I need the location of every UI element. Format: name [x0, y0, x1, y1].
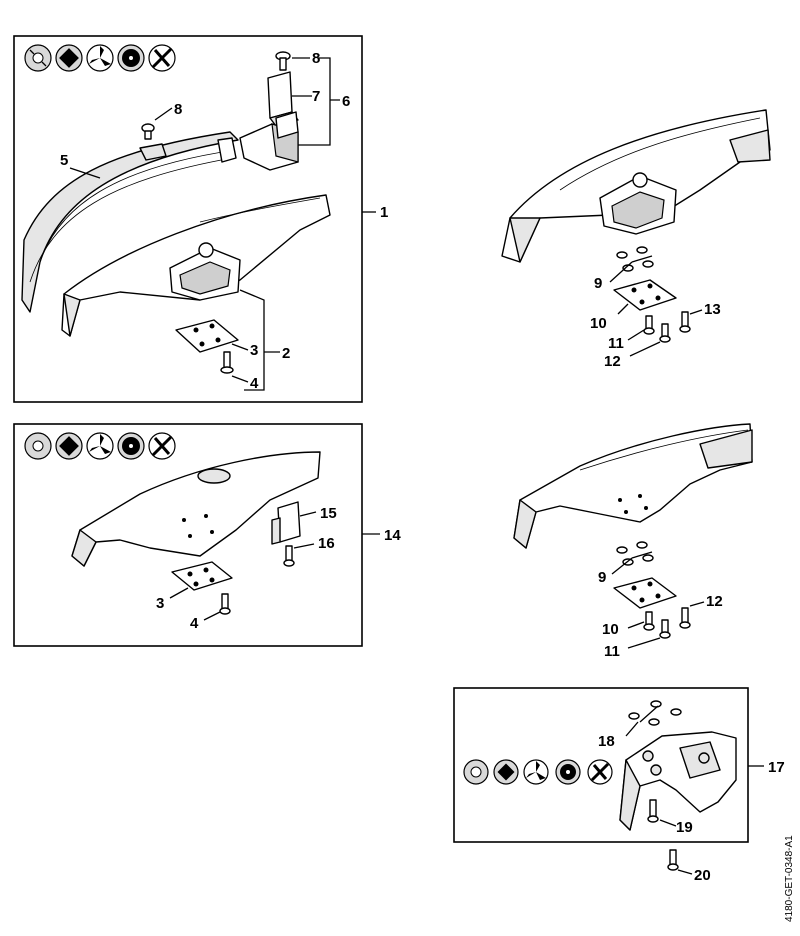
washers-part-9: [616, 246, 654, 272]
callout-7: 7: [312, 88, 320, 105]
tri-blade-icon: [86, 432, 114, 460]
tri-blade-icon: [86, 44, 114, 72]
brush-knife-icon: [148, 44, 176, 72]
panel-deflector-assembly-14: 15 16 3 4 14: [13, 423, 401, 647]
panel-deflector-assembly-17: 18 19 17: [453, 687, 785, 843]
callout-2: 2: [282, 345, 290, 362]
callout-14: 14: [384, 527, 401, 544]
callout-9-b: 9: [598, 569, 606, 586]
screw-part-8-left: [141, 123, 155, 140]
callout-11-b: 11: [604, 643, 620, 660]
deflector-part-14: [71, 451, 321, 567]
disc-icon: [463, 759, 489, 785]
deflector-variant-a: [501, 109, 771, 263]
panel-deflector-variant-top-right: 9 10 11 12 13: [501, 109, 771, 370]
washers-part-18: [628, 700, 682, 726]
callout-3-b: 3: [156, 595, 164, 612]
callout-12: 12: [604, 353, 621, 370]
callout-19: 19: [676, 819, 693, 836]
screw-part-4-b: [219, 593, 231, 615]
screw-part-16: [283, 545, 295, 567]
callout-17: 17: [768, 759, 785, 776]
callout-13: 13: [704, 301, 721, 318]
panel-deflector-assembly-1: 8 7 6 8 5 1 3 2 4: [13, 35, 388, 403]
callout-4-b: 4: [190, 615, 199, 632]
screw-part-8-top: [275, 51, 291, 71]
saw-blade-icon: [555, 759, 581, 785]
tri-blade-icon: [523, 759, 549, 785]
leader-lines-middle-right: [611, 551, 705, 649]
panel-deflector-variant-middle-right: 9 10 11 12: [513, 423, 753, 660]
screws-parts-10-11-12-b: [643, 607, 691, 639]
disc-icon: [24, 44, 52, 72]
deflector-part-1: [61, 194, 331, 337]
callout-20: 20: [694, 867, 711, 884]
bracket-part-15: [271, 501, 301, 545]
callout-12-b: 12: [706, 593, 723, 610]
callout-10: 10: [590, 315, 607, 332]
leader-lines-panel-17: [625, 705, 764, 827]
tool-icons-row: [463, 759, 613, 785]
panel-frame: [13, 423, 363, 647]
callout-11: 11: [608, 335, 624, 352]
callout-6: 6: [342, 93, 350, 110]
callout-5: 5: [60, 152, 68, 169]
square-blade-icon: [493, 759, 519, 785]
plate-part-10: [613, 279, 677, 311]
deflector-variant-b: [513, 423, 753, 549]
tool-icons-row: [24, 44, 176, 72]
screw-part-20: [667, 849, 693, 875]
leader-lines-panel-14: [169, 511, 380, 621]
callout-3: 3: [250, 342, 258, 359]
callout-9: 9: [594, 275, 602, 292]
callout-8-top: 8: [312, 50, 320, 67]
brush-knife-icon: [587, 759, 613, 785]
screws-parts-11-12-13: [643, 311, 691, 343]
square-blade-icon: [55, 44, 83, 72]
callout-16: 16: [318, 535, 335, 552]
tool-icons-row: [24, 432, 176, 460]
clamp-part-6: [239, 111, 299, 171]
plate-part-3-b: [171, 561, 233, 591]
reference-code: 4180-GET-0348-A1: [784, 835, 795, 922]
plate-part-10-b: [613, 577, 677, 609]
leader-lines-panel-1: [69, 57, 376, 391]
disc-icon: [24, 432, 52, 460]
callout-18: 18: [598, 733, 615, 750]
callout-8-left: 8: [174, 101, 182, 118]
brush-knife-icon: [148, 432, 176, 460]
screw-part-19: [647, 799, 659, 823]
plate-part-3: [175, 319, 239, 353]
saw-blade-icon: [117, 44, 145, 72]
screw-part-4: [220, 351, 234, 374]
callout-10-b: 10: [602, 621, 619, 638]
callout-4: 4: [250, 375, 259, 392]
guard-extension-part-5: [21, 131, 239, 313]
panel-frame: [453, 687, 749, 843]
callout-15: 15: [320, 505, 337, 522]
saw-blade-icon: [117, 432, 145, 460]
leader-lines-top-right: [609, 255, 703, 357]
panel-frame: [13, 35, 363, 403]
deflector-part-17: [619, 731, 737, 831]
square-blade-icon: [55, 432, 83, 460]
callout-1: 1: [380, 204, 388, 221]
